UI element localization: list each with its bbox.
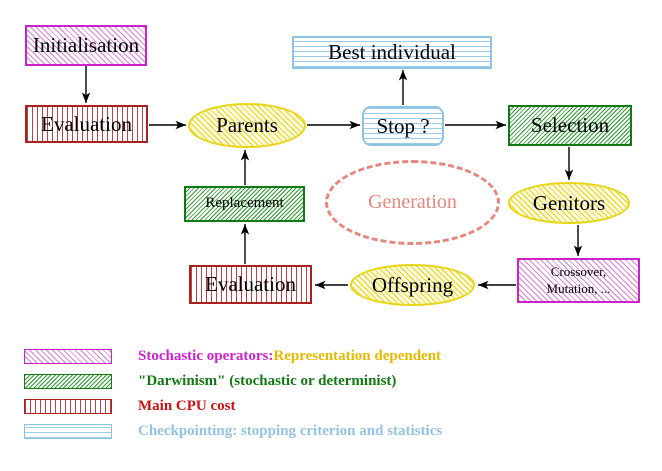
node-genitors[interactable]: Genitors bbox=[508, 182, 630, 224]
node-genitors-label: Genitors bbox=[532, 190, 606, 215]
legend-swatch-blue-horizontal-hatch-icon bbox=[24, 424, 112, 439]
node-initialisation-label: Initialisation bbox=[32, 33, 140, 58]
legend-row-darwinism: "Darwinism" (stochastic or determinist) bbox=[24, 369, 442, 394]
node-evaluation-bottom[interactable]: Evaluation bbox=[189, 265, 312, 304]
node-generation-annotation: Generation bbox=[325, 160, 500, 245]
node-offspring-label: Offspring bbox=[371, 272, 454, 297]
node-selection[interactable]: Selection bbox=[508, 105, 632, 146]
legend-row-stochastic-operators: Stochastic operators: Representation dep… bbox=[24, 344, 442, 369]
node-crossover-label-line1: Crossover, bbox=[550, 264, 607, 280]
node-parents-label: Parents bbox=[216, 113, 278, 138]
legend: Stochastic operators: Representation dep… bbox=[24, 344, 442, 444]
node-parents[interactable]: Parents bbox=[188, 103, 306, 148]
legend-label-checkpointing: Checkpointing: stopping criterion and st… bbox=[138, 423, 443, 439]
node-evaluation-top[interactable]: Evaluation bbox=[25, 105, 148, 143]
legend-row-main-cpu-cost: Main CPU cost bbox=[24, 394, 442, 419]
node-stop[interactable]: Stop ? bbox=[362, 106, 444, 146]
legend-label-representation-dependent: Representation dependent bbox=[273, 348, 442, 364]
node-best-individual-label: Best individual bbox=[328, 40, 456, 65]
node-crossover-mutation[interactable]: Crossover, Mutation, ... bbox=[517, 258, 640, 303]
node-generation-label: Generation bbox=[368, 191, 457, 213]
legend-label-main-cpu-cost: Main CPU cost bbox=[138, 398, 236, 414]
legend-swatch-green-diagonal-hatch-icon bbox=[24, 374, 112, 389]
node-selection-label: Selection bbox=[530, 113, 610, 138]
node-evaluation-top-label: Evaluation bbox=[41, 111, 132, 136]
legend-label-darwinism: "Darwinism" (stochastic or determinist) bbox=[138, 373, 397, 389]
node-evaluation-bottom-label: Evaluation bbox=[205, 272, 296, 297]
node-best-individual[interactable]: Best individual bbox=[292, 36, 492, 69]
node-replacement-label: Replacement bbox=[205, 195, 284, 212]
node-crossover-label-line2: Mutation, ... bbox=[546, 280, 611, 296]
node-replacement[interactable]: Replacement bbox=[184, 186, 305, 222]
legend-label-stochastic-operators: Stochastic operators: bbox=[138, 348, 274, 364]
node-offspring[interactable]: Offspring bbox=[350, 264, 475, 306]
legend-row-checkpointing: Checkpointing: stopping criterion and st… bbox=[24, 419, 442, 444]
legend-swatch-magenta-diagonal-hatch-icon bbox=[24, 349, 112, 364]
legend-swatch-red-vertical-hatch-icon bbox=[24, 399, 112, 414]
node-initialisation[interactable]: Initialisation bbox=[25, 25, 147, 66]
node-stop-label: Stop ? bbox=[376, 113, 430, 138]
